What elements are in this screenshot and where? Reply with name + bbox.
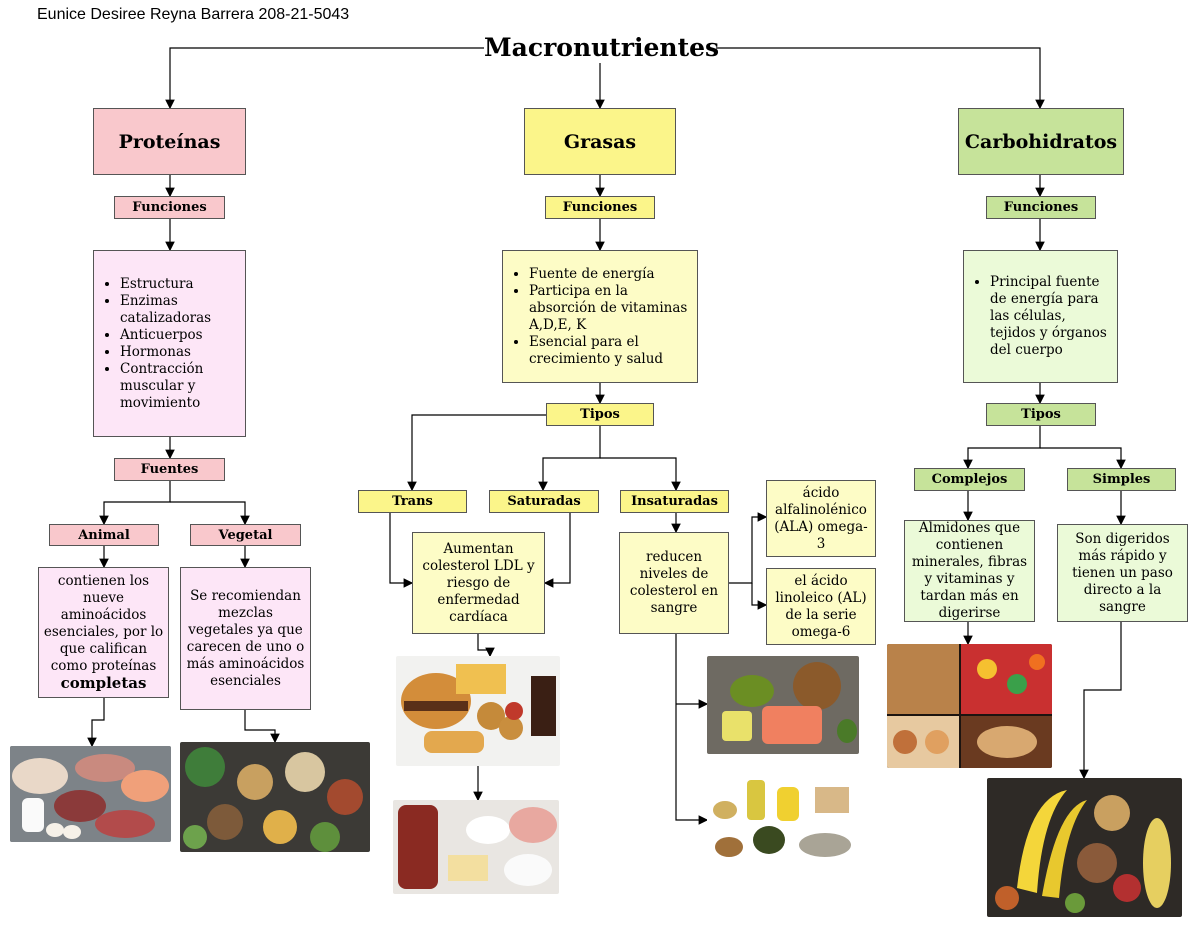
vegetal-tag: Vegetal xyxy=(190,524,301,546)
unsaturated-fat-food-image xyxy=(707,656,859,754)
omega-food-image xyxy=(707,775,859,865)
complejos-description: Almidones que contienen minerales, fibra… xyxy=(904,520,1035,622)
trans-tag: Trans xyxy=(358,490,467,513)
grasas-funciones-box: Fuente de energía Participa en la absorc… xyxy=(502,250,698,383)
insaturadas-description: reducen niveles de colesterol en sangre xyxy=(619,532,729,634)
simple-carbs-food-image xyxy=(987,778,1182,917)
proteinas-funcion-item: Hormonas xyxy=(120,344,241,361)
proteinas-fuentes-tag: Fuentes xyxy=(114,458,225,481)
proteinas-funcion-item: Contracción muscular y movimiento xyxy=(120,361,241,412)
author-name: Eunice Desiree Reyna Barrera 208-21-5043 xyxy=(37,6,350,23)
animal-protein-food-image xyxy=(10,746,171,842)
carbohidratos-tipos-tag: Tipos xyxy=(986,403,1096,426)
grasas-tipos-tag: Tipos xyxy=(546,403,654,426)
grasas-funciones-tag: Funciones xyxy=(545,196,655,219)
vegetal-description: Se recomiendan mezclas vegetales ya que … xyxy=(180,567,311,710)
ala-description: ácido alfalinolénico (ALA) omega-3 xyxy=(766,480,876,557)
saturated-fat-food-image xyxy=(393,800,559,894)
animal-text: contienen los nueve aminoácidos esencial… xyxy=(43,573,164,674)
grasas-funcion-item: Participa en la absorción de vitaminas A… xyxy=(529,283,693,334)
proteinas-funciones-tag: Funciones xyxy=(114,196,225,219)
insaturadas-tag: Insaturadas xyxy=(620,490,729,513)
grasas-funcion-item: Esencial para el crecimiento y salud xyxy=(529,334,693,368)
carbohidratos-funciones-box: Principal fuente de energía para las cél… xyxy=(963,250,1118,383)
saturadas-tag: Saturadas xyxy=(489,490,599,513)
proteinas-funcion-item: Anticuerpos xyxy=(120,327,241,344)
proteinas-funcion-item: Estructura xyxy=(120,276,241,293)
trans-saturadas-description: Aumentan colesterol LDL y riesgo de enfe… xyxy=(412,532,545,634)
complex-carbs-food-image xyxy=(887,644,1052,768)
carbohidratos-funcion-item: Principal fuente de energía para las cél… xyxy=(990,274,1113,359)
animal-text-bold: completas xyxy=(60,674,147,692)
al-description: el ácido linoleico (AL) de la serie omeg… xyxy=(766,568,876,645)
animal-description: contienen los nueve aminoácidos esencial… xyxy=(38,567,169,698)
proteinas-node: Proteínas xyxy=(93,108,246,175)
trans-fat-food-image xyxy=(396,656,560,766)
grasas-funcion-item: Fuente de energía xyxy=(529,266,693,283)
proteinas-funcion-item: Enzimas catalizadoras xyxy=(120,293,241,327)
animal-tag: Animal xyxy=(49,524,159,546)
vegetal-protein-food-image xyxy=(180,742,370,852)
carbohidratos-node: Carbohidratos xyxy=(958,108,1124,175)
simples-tag: Simples xyxy=(1067,468,1176,491)
grasas-node: Grasas xyxy=(524,108,676,175)
proteinas-funciones-box: Estructura Enzimas catalizadoras Anticue… xyxy=(93,250,246,437)
diagram-title: Macronutrientes xyxy=(484,33,720,63)
complejos-tag: Complejos xyxy=(914,468,1025,491)
carbohidratos-funciones-tag: Funciones xyxy=(986,196,1096,219)
simples-description: Son digeridos más rápido y tienen un pas… xyxy=(1057,524,1188,622)
